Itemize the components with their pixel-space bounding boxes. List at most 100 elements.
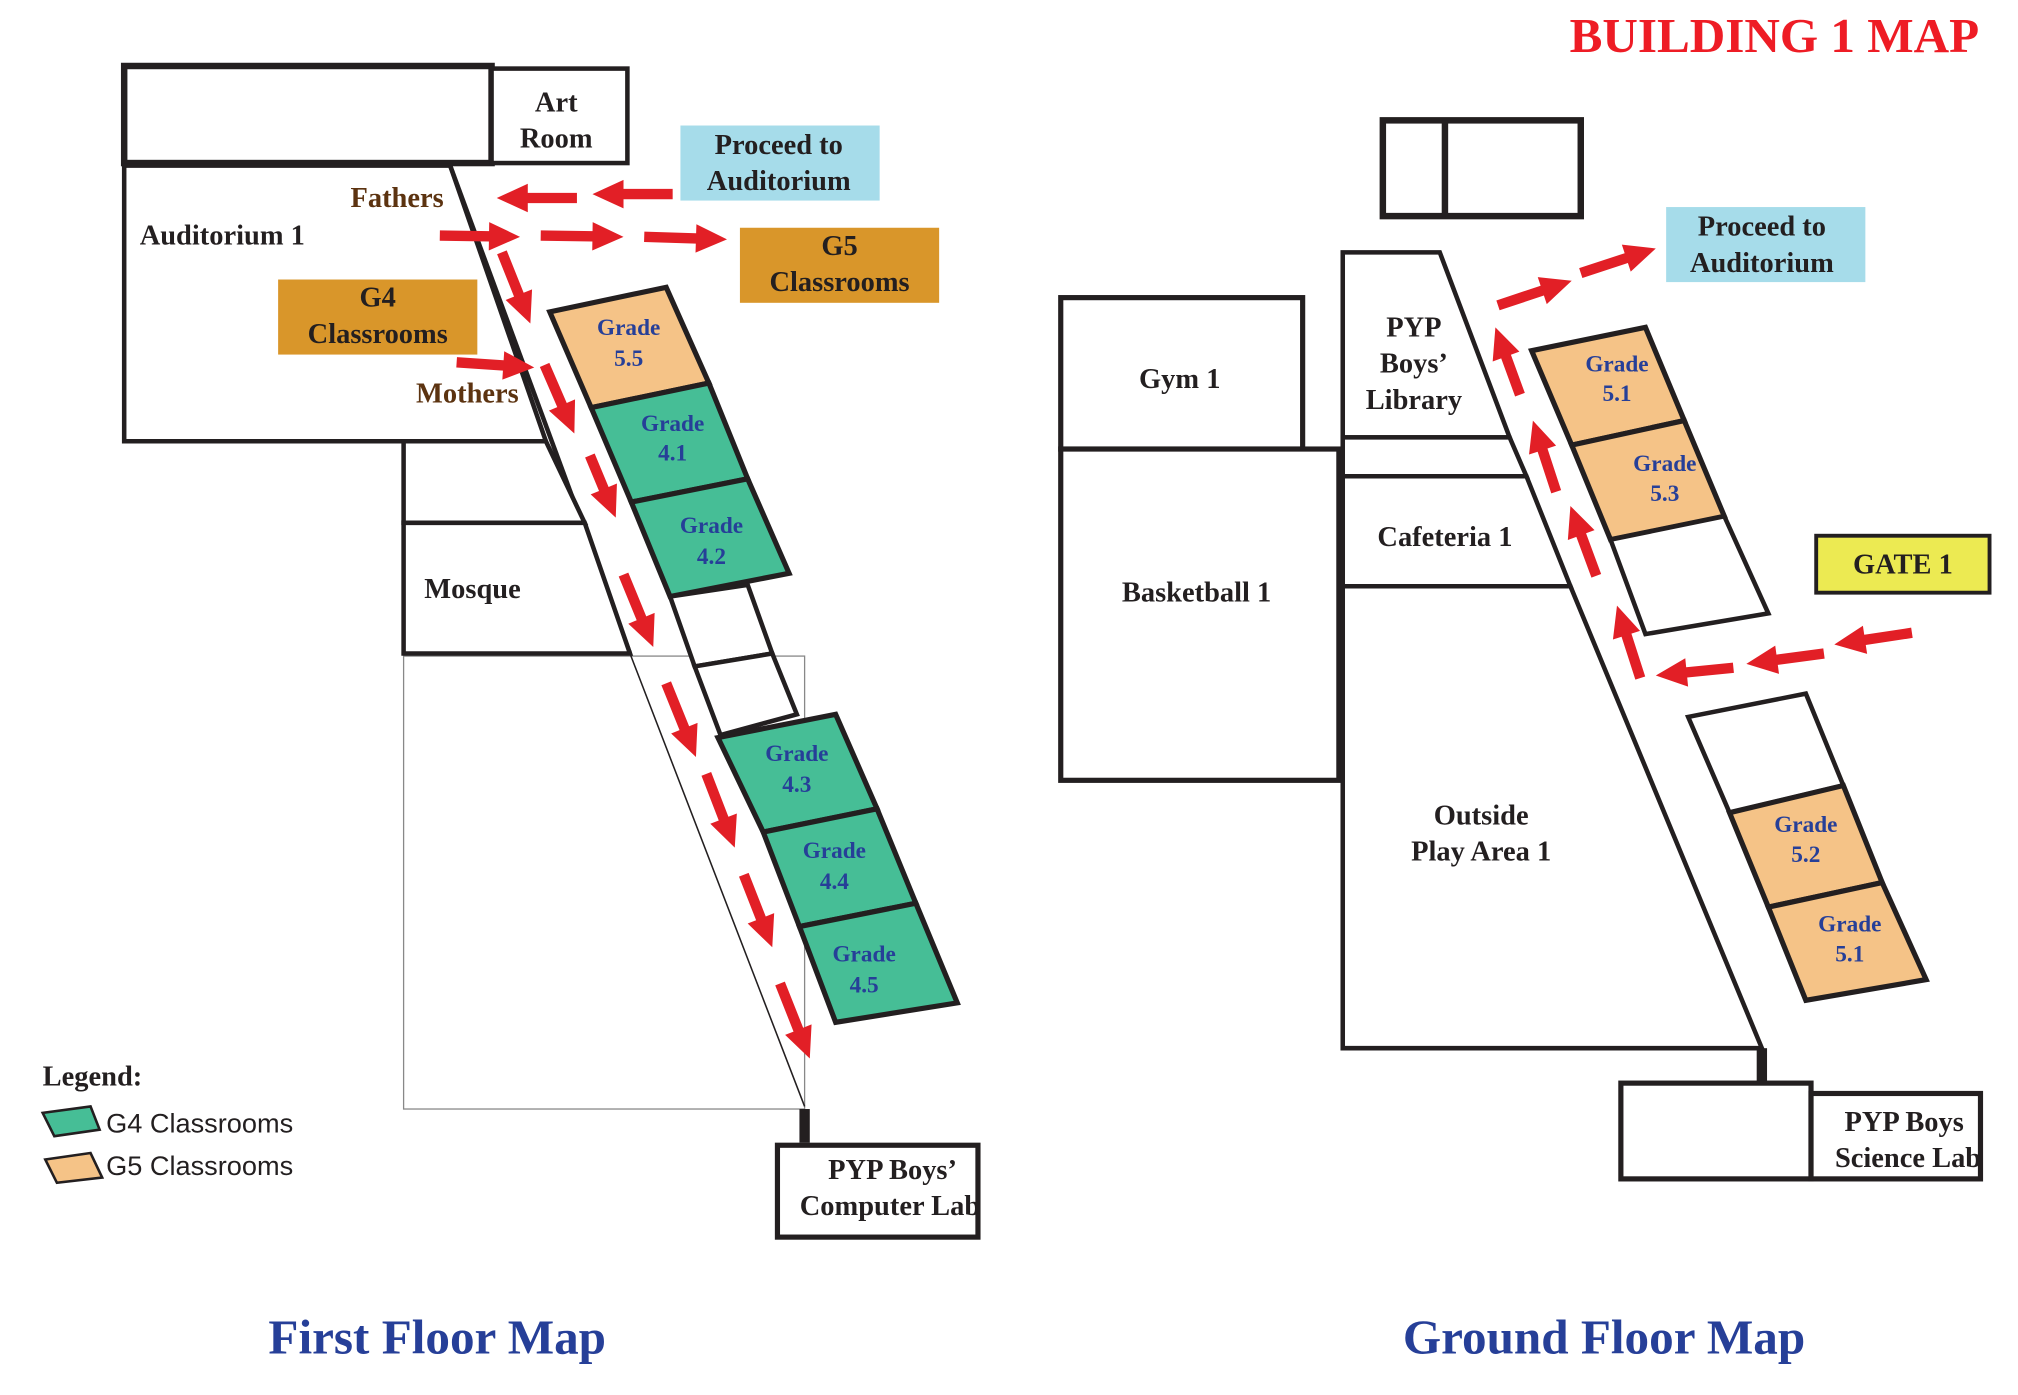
grade-number: 5.3 [1650,481,1679,507]
mosque [401,520,634,656]
arrow-icon [1567,505,1602,578]
ground-floor-title: Ground Floor Map [1403,1310,1805,1365]
empty-room [1607,513,1772,637]
science-lab [1808,1090,1984,1182]
legend-item-g4: G4 Classrooms [106,1107,293,1138]
arrow-icon [618,572,655,648]
gym-label: Gym 1 [1139,364,1220,395]
outside-play-area [1340,583,1766,1051]
gate-1-sign [1814,533,1992,595]
legend-swatch-g5 [43,1151,105,1185]
grade-label: Grade [1633,451,1696,477]
page-title: BUILDING 1 MAP [1570,8,1980,63]
arrow-icon [1579,244,1656,278]
art-room-label: Art [535,87,578,118]
legend-title: Legend: [43,1062,143,1093]
grade-number: 5.5 [614,346,643,372]
connector [799,1109,810,1143]
g4-classrooms-sign [278,279,478,355]
gym [1058,295,1306,452]
grade-number: 4.5 [850,973,879,999]
arrow-icon [456,351,535,380]
arrow-icon [1655,658,1734,687]
grade-label: Grade [1774,812,1837,838]
arrow-icon [439,222,521,251]
grade-number: 5.1 [1835,941,1864,967]
proceed-to-auditorium-sign [1666,207,1866,283]
gate-label: GATE 1 [1853,549,1953,580]
computer-lab-label: PYP Boys’ [828,1155,957,1186]
computer-lab [774,1142,981,1240]
grade-number: 4.1 [658,441,687,467]
basketball-label: Basketball 1 [1122,578,1271,609]
auditorium-label: Auditorium 1 [140,221,305,252]
arrow-icon [1492,327,1525,397]
first-floor-map: Art Room Proceed to Auditorium Mosque Fa… [40,62,981,1365]
arrow-icon [1612,605,1646,680]
arrow-icon [497,250,533,324]
proceed-label: Auditorium [707,166,851,197]
grade-label: Grade [765,741,828,767]
grade-label: Grade [680,513,743,539]
passage [1340,435,1530,479]
classroom-grade-5-1-lower [1764,879,1930,1004]
grade-number: 4.2 [697,544,726,570]
art-room-label: Room [520,124,593,155]
grade-label: Grade [597,315,660,341]
g4-sign-label: G4 [360,283,396,314]
proceed-to-auditorium-sign [680,125,880,201]
arrow-icon [1834,625,1913,654]
mosque-label: Mosque [424,574,520,605]
arrow-icon [1746,645,1825,674]
mothers-label: Mothers [416,378,519,409]
arrow-icon [661,681,698,758]
library-label: Library [1366,385,1462,416]
grade-label: Grade [832,941,895,967]
arrow-icon [738,872,775,948]
play-area-label: Play Area 1 [1411,837,1551,868]
library-label: PYP [1386,312,1441,343]
grade-number: 4.4 [820,869,849,895]
arrow-icon [496,183,577,213]
grade-label: Grade [1818,912,1881,938]
classroom-grade-4-2 [627,475,793,600]
unnamed-room [120,62,495,167]
g4-sign-label: Classrooms [308,319,448,350]
grade-number: 5.1 [1602,381,1631,407]
classroom-grade-4-5 [795,900,961,1026]
arrow-icon [585,453,617,518]
fathers-label: Fathers [350,183,443,214]
grade-label: Grade [641,411,704,437]
science-lab-label: PYP Boys [1844,1107,1963,1138]
computer-lab-label: Computer Lab [800,1191,980,1222]
science-lab-label: Science Lab [1835,1143,1981,1174]
arrow-icon [540,222,624,251]
empty-room [691,650,800,738]
grade-label: Grade [1585,351,1648,377]
connector [1756,1048,1768,1084]
proceed-label: Proceed to [1698,212,1826,243]
route-arrows [1492,244,1913,687]
arrow-icon [592,179,673,209]
grade-label: Grade [803,838,866,864]
lab-annex [1618,1080,1814,1182]
g5-sign-label: G5 [821,231,857,262]
route-arrows [439,179,812,1059]
arrow-icon [701,771,737,848]
arrow-icon [644,224,727,253]
corridor-wall [629,653,806,1107]
unnamed-building [1379,117,1585,220]
basketball-court [1058,446,1342,783]
grade-number: 4.3 [782,772,811,798]
grade-number: 5.2 [1791,842,1820,868]
proceed-label: Auditorium [1690,248,1834,279]
first-floor-title: First Floor Map [268,1310,606,1365]
legend-item-g5: G5 Classrooms [106,1150,293,1181]
arrow-icon [1529,420,1562,494]
arrow-icon [1496,277,1572,311]
proceed-label: Proceed to [715,130,843,161]
ground-floor-map: Gym 1 Basketball 1 PYP Boys’ Library Caf… [1058,117,1992,1365]
arrow-icon [775,981,812,1059]
legend-swatch-g4 [40,1105,102,1138]
